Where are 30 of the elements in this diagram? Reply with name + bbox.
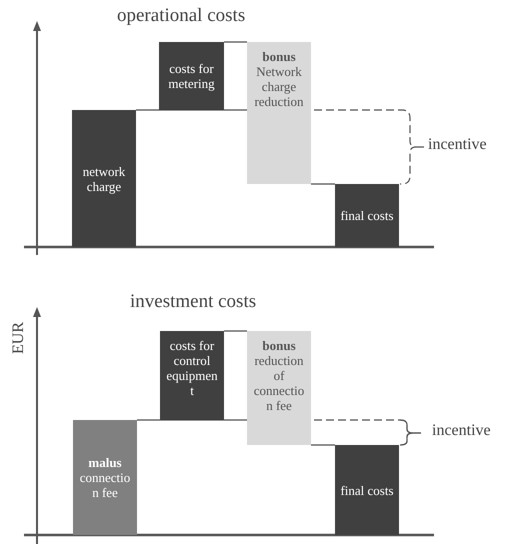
cost-bar (73, 420, 137, 535)
incentive-label: incentive (432, 423, 491, 439)
bar-label: costs for metering (167, 61, 216, 91)
bar-label: costs for control equipment (165, 338, 219, 398)
cost-bar (247, 42, 311, 184)
chart-title: operational costs (117, 6, 246, 25)
bar-heading: malus (88, 455, 122, 470)
bar-label: reduction of connection fee (252, 353, 306, 413)
chart-title: investment costs (130, 292, 256, 311)
step-connector-line (224, 41, 247, 43)
cost-bar (335, 445, 399, 535)
incentive-label: incentive (428, 137, 487, 153)
bar-label: Network charge reduction (253, 64, 305, 109)
cost-bar (335, 184, 399, 247)
bar-heading: bonus (262, 338, 296, 353)
cost-bar (160, 331, 224, 420)
bar-label: final costs (340, 208, 394, 223)
step-connector-line (136, 109, 247, 111)
cost-bar (247, 331, 311, 445)
cost-bar (159, 42, 224, 110)
bar-label: connection fee (78, 470, 132, 500)
step-connector-line (311, 444, 335, 446)
axis-label: EUR (11, 322, 27, 354)
bar-label: final costs (340, 482, 394, 498)
step-connector-line (224, 330, 247, 332)
cost-bar (72, 110, 136, 247)
bar-label: network charge (82, 164, 126, 194)
step-connector-line (137, 419, 247, 421)
bar-heading: bonus (262, 49, 296, 64)
step-connector-line (311, 183, 335, 185)
